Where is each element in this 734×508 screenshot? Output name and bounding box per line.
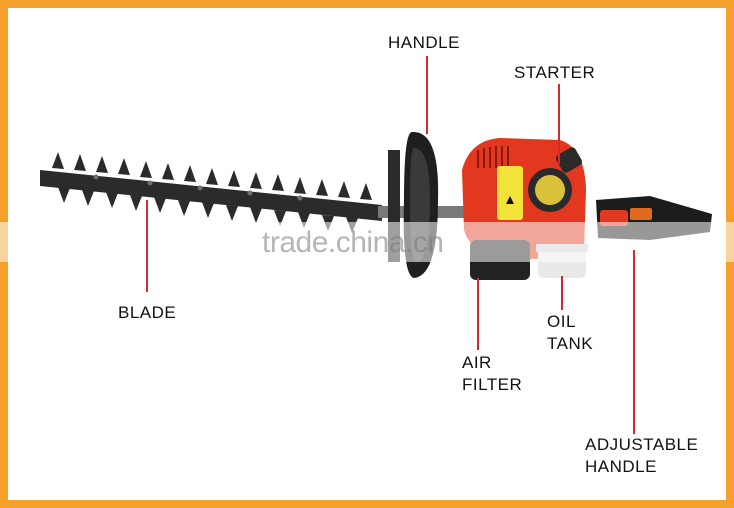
watermark-band: [0, 222, 734, 262]
oil-tank-label-line2: TANK: [547, 334, 594, 353]
oil-tank-label: OIL TANK: [547, 311, 593, 355]
adjustable-handle-label-line2: HANDLE: [585, 457, 657, 476]
starter-label: STARTER: [514, 63, 596, 82]
watermark-text: trade.china.cn: [262, 226, 444, 259]
handle-leader-line: [426, 56, 428, 134]
blade-graphic: [40, 152, 382, 233]
air-filter-label-line1: AIR: [462, 353, 492, 372]
handle-label: HANDLE: [388, 33, 460, 52]
air-filter-leader-line: [477, 278, 479, 350]
blade-label: BLADE: [118, 303, 177, 322]
air-filter-label-line2: FILTER: [462, 375, 523, 394]
oil-tank-leader-line: [561, 276, 563, 310]
starter-leader-line: [558, 84, 560, 164]
adjustable-handle-leader-line: [633, 250, 635, 434]
blade-leader-line: [146, 200, 148, 292]
air-filter-label: AIR FILTER: [462, 352, 522, 396]
adjustable-handle-label: ADJUSTABLE HANDLE: [585, 434, 698, 478]
adjustable-handle-label-line1: ADJUSTABLE: [585, 435, 699, 454]
oil-tank-label-line1: OIL: [547, 312, 576, 331]
